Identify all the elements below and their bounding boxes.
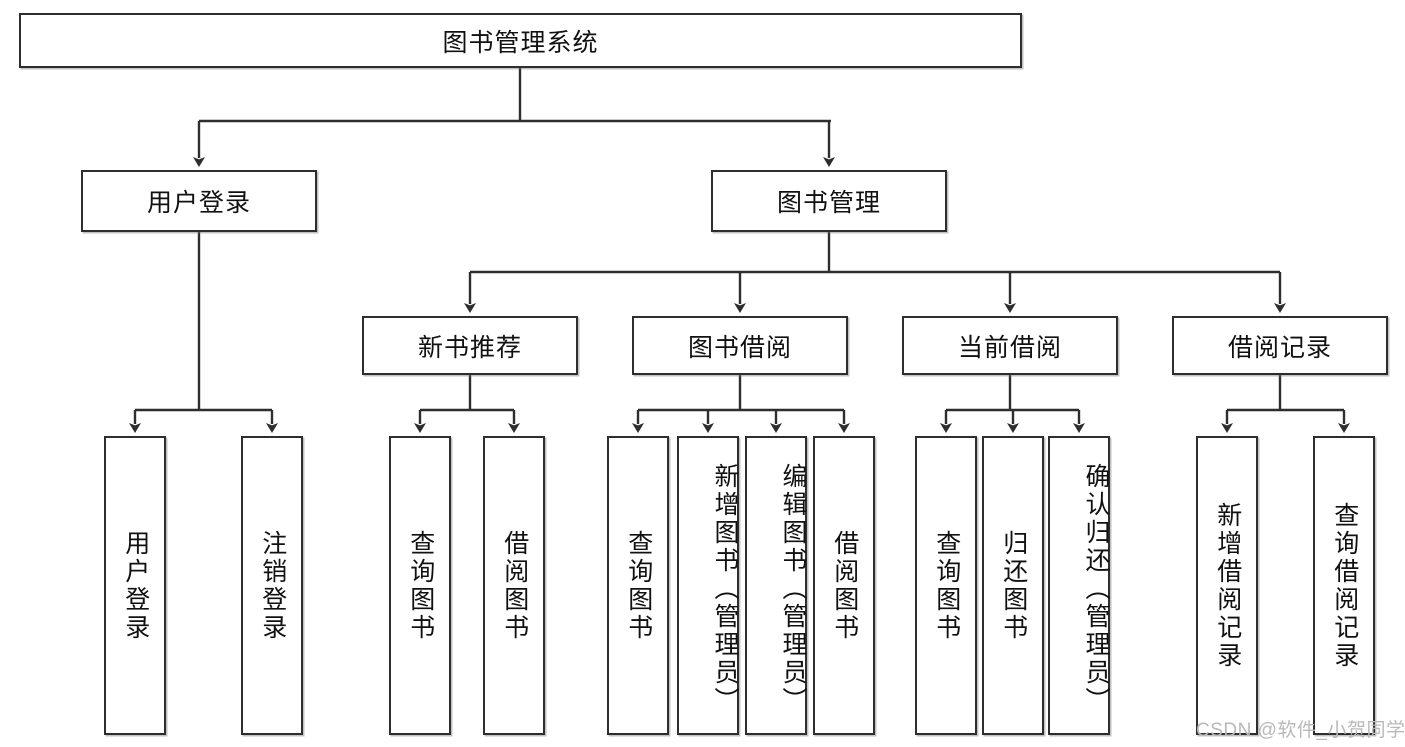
csdn-watermark: CSDN @软件_小贺同学	[1196, 720, 1405, 741]
leaf-return-book-label: 归还图书	[999, 529, 1028, 642]
leaf-query-book-1[interactable]: 查询图书	[389, 436, 451, 735]
leaf-edit-book-label: 编辑图书（管理员）	[779, 462, 807, 715]
node-book-borrow[interactable]: 图书借阅	[632, 316, 848, 375]
leaf-logout[interactable]: 注销登录	[241, 436, 303, 735]
leaf-logout-label: 注销登录	[258, 529, 287, 642]
node-new-book-rec[interactable]: 新书推荐	[362, 316, 578, 375]
node-root-label: 图书管理系统	[442, 28, 599, 57]
node-root[interactable]: 图书管理系统	[19, 13, 1022, 68]
leaf-add-record[interactable]: 新增借阅记录	[1196, 436, 1258, 735]
node-book-manage-label: 图书管理	[776, 189, 881, 217]
leaf-borrow-book-2-label: 借阅图书	[830, 529, 859, 642]
node-current-borrow-label: 当前借阅	[957, 333, 1062, 362]
leaf-query-book-3-label: 查询图书	[932, 529, 961, 642]
node-book-manage[interactable]: 图书管理	[711, 170, 947, 232]
node-book-borrow-label: 图书借阅	[687, 333, 792, 362]
node-new-book-rec-label: 新书推荐	[417, 333, 522, 362]
leaf-user-login-label: 用户登录	[121, 529, 150, 642]
leaf-confirm-return-label: 确认归还（管理员）	[1082, 462, 1110, 715]
leaf-query-book-3[interactable]: 查询图书	[915, 436, 977, 735]
node-current-borrow[interactable]: 当前借阅	[902, 316, 1118, 375]
leaf-borrow-book-1-label: 借阅图书	[500, 529, 529, 642]
leaf-borrow-book-2[interactable]: 借阅图书	[813, 436, 875, 735]
leaf-add-record-label: 新增借阅记录	[1213, 501, 1242, 670]
node-borrow-record-label: 借阅记录	[1227, 333, 1332, 362]
leaf-confirm-return[interactable]: 确认归还（管理员）	[1048, 436, 1110, 735]
leaf-query-book-2[interactable]: 查询图书	[607, 436, 669, 735]
leaf-add-book-label: 新增图书（管理员）	[711, 462, 739, 715]
leaf-borrow-book-1[interactable]: 借阅图书	[483, 436, 545, 735]
leaf-query-record-label: 查询借阅记录	[1330, 501, 1359, 670]
leaf-add-book[interactable]: 新增图书（管理员）	[677, 436, 739, 735]
leaf-user-login[interactable]: 用户登录	[104, 436, 166, 735]
node-user-login-label: 用户登录	[146, 189, 251, 217]
node-borrow-record[interactable]: 借阅记录	[1172, 316, 1388, 375]
leaf-query-record[interactable]: 查询借阅记录	[1313, 436, 1375, 735]
node-user-login[interactable]: 用户登录	[81, 170, 317, 232]
leaf-query-book-2-label: 查询图书	[624, 529, 653, 642]
leaf-return-book[interactable]: 归还图书	[982, 436, 1044, 735]
leaf-edit-book[interactable]: 编辑图书（管理员）	[745, 436, 807, 735]
leaf-query-book-1-label: 查询图书	[406, 529, 435, 642]
